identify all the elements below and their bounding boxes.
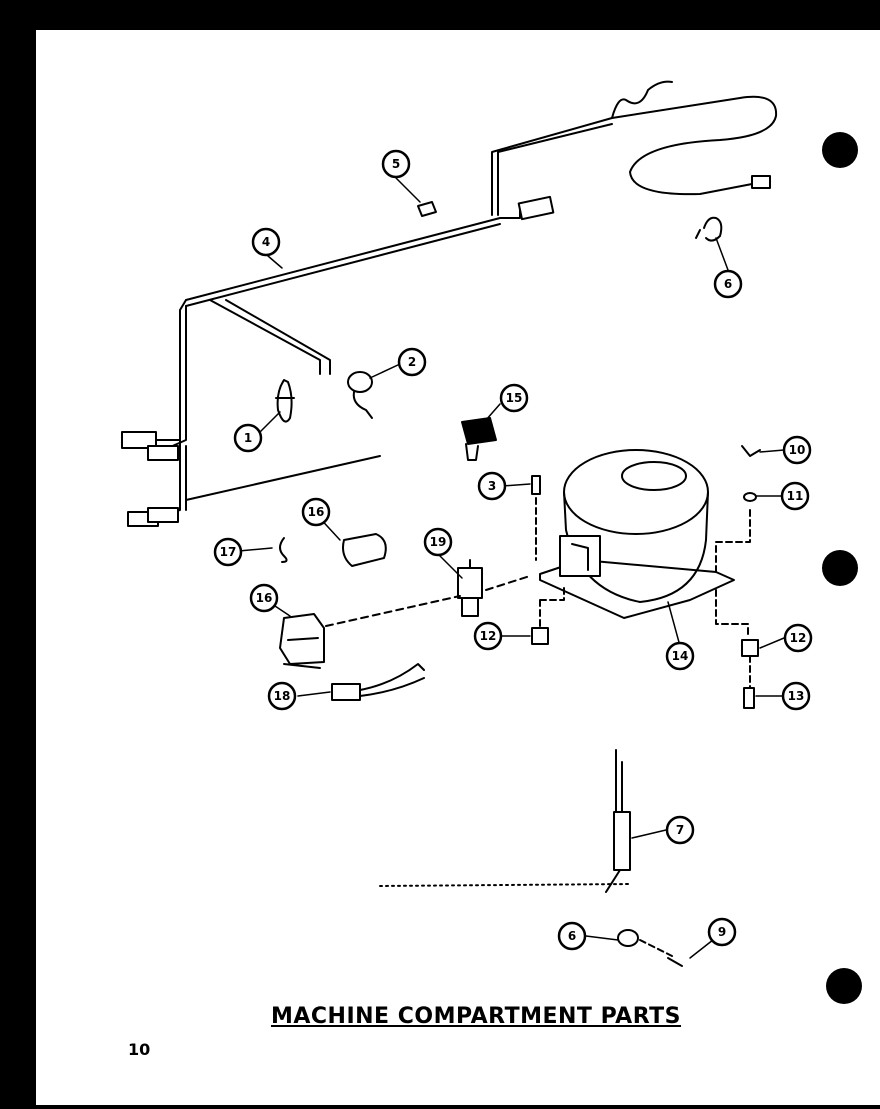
callout-6-bottom: 6 (557, 921, 587, 951)
callout-9: 9 (707, 917, 737, 947)
callouts: 1 2 3 4 5 6 6 7 9 10 11 12 12 13 14 15 1… (213, 149, 813, 951)
callout-10: 10 (782, 435, 812, 465)
binder-hole-top (822, 132, 858, 168)
callout-label: 3 (488, 479, 496, 493)
callout-label: 13 (788, 689, 805, 703)
callout-label: 14 (672, 649, 689, 663)
screw-part-9 (667, 957, 683, 967)
callout-12-right: 12 (783, 623, 813, 653)
grommet-part-12-right (741, 639, 759, 689)
grommet-part-6 (695, 216, 723, 242)
callout-2: 2 (397, 347, 427, 377)
page-number: 10 (128, 1040, 151, 1059)
callout-18: 18 (267, 681, 297, 711)
callout-16-left: 16 (249, 583, 279, 613)
callout-7: 7 (665, 815, 695, 845)
grommet-part-12-left (531, 583, 565, 645)
relay-part-16 (279, 613, 325, 669)
power-wire (491, 80, 778, 216)
callout-label: 18 (274, 689, 291, 703)
drier-part-7 (379, 749, 631, 893)
callout-label: 9 (718, 925, 726, 939)
diagram-title: MACHINE COMPARTMENT PARTS (270, 1004, 682, 1029)
callout-13: 13 (781, 681, 811, 711)
callout-label: 6 (568, 929, 576, 943)
callout-12-left: 12 (473, 621, 503, 651)
callout-17: 17 (213, 537, 243, 567)
callout-label: 12 (480, 629, 497, 643)
wire-part-10 (741, 445, 761, 457)
clamp-part-1 (275, 379, 295, 423)
relay-part-15 (461, 417, 497, 461)
callout-label: 17 (220, 545, 237, 559)
leader-lines (227, 177, 785, 959)
callout-label: 6 (724, 277, 732, 291)
callout-16-top: 16 (301, 497, 331, 527)
callout-15: 15 (499, 383, 529, 413)
wiring-harness (121, 195, 555, 527)
cord-part-18 (331, 663, 425, 701)
overload-part-19 (457, 559, 483, 617)
callout-label: 15 (506, 391, 523, 405)
clip-part-17 (279, 537, 288, 563)
callout-1: 1 (233, 423, 263, 453)
callout-14: 14 (665, 641, 695, 671)
washer-part-11 (715, 492, 757, 637)
callout-11: 11 (780, 481, 810, 511)
sleeve-part-13 (743, 687, 755, 709)
callout-5: 5 (381, 149, 411, 179)
callout-19: 19 (423, 527, 453, 557)
binder-hole-bottom (826, 968, 862, 1004)
callout-label: 16 (308, 505, 325, 519)
callout-3: 3 (477, 471, 507, 501)
callout-label: 11 (787, 489, 804, 503)
callout-4: 4 (251, 227, 281, 257)
screw-part-3 (531, 475, 541, 561)
callout-label: 5 (392, 157, 400, 171)
callout-label: 16 (256, 591, 273, 605)
compressor-part-14 (539, 449, 735, 619)
callout-label: 12 (790, 631, 807, 645)
callout-label: 2 (408, 355, 416, 369)
callout-label: 4 (262, 235, 270, 249)
binder-hole-middle (822, 550, 858, 586)
thermostat-part-2 (347, 371, 373, 419)
capacitor-part-16-top (342, 533, 387, 567)
callout-6-top: 6 (713, 269, 743, 299)
callout-label: 1 (244, 431, 252, 445)
callout-label: 7 (676, 823, 684, 837)
callout-label: 10 (789, 443, 806, 457)
clip-part-5 (417, 201, 437, 217)
callout-label: 19 (430, 535, 447, 549)
bracket-part-8 (617, 929, 673, 957)
